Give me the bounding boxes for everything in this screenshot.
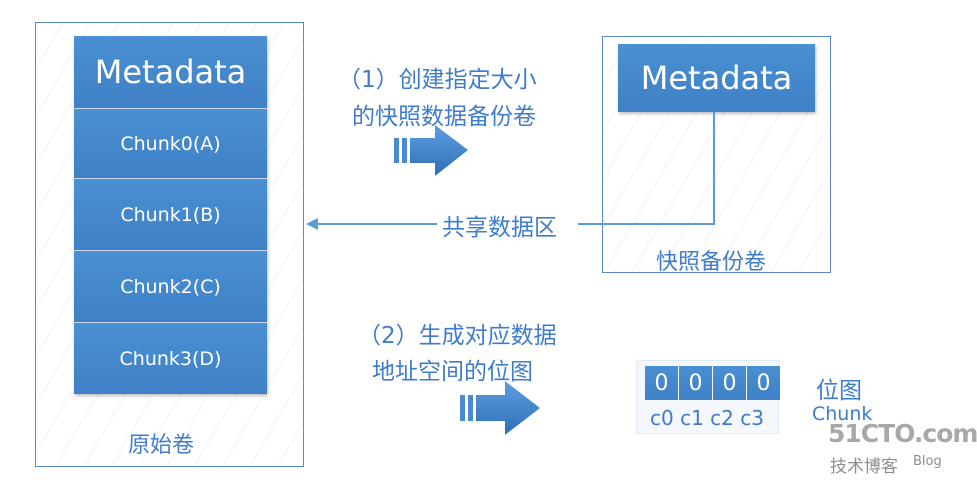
chunk-label: Chunk0(A) (120, 132, 221, 155)
step2-line1: （2）生成对应数据 (358, 323, 557, 349)
bit-value: 0 (722, 370, 737, 396)
original-metadata-block: Metadata (74, 36, 267, 108)
bitmap-chunk-labels: c0 c1 c2 c3 (650, 406, 764, 430)
bit-value: 0 (756, 370, 771, 396)
bit-value: 0 (654, 370, 669, 396)
bit-cell-3: 0 (747, 366, 780, 400)
step2-arrow (460, 381, 540, 435)
bit-cell-0: 0 (645, 366, 678, 400)
chunk-block-2: Chunk2(C) (74, 250, 267, 322)
watermark-brand: 51CTO.com (828, 419, 977, 448)
original-metadata-label: Metadata (94, 53, 247, 91)
bitmap-title: 位图 (816, 378, 862, 404)
step1-line1: （1）创建指定大小 (338, 67, 537, 93)
snapshot-volume-caption: 快照备份卷 (656, 250, 767, 275)
chunk-label: Chunk1(B) (120, 203, 221, 226)
chunk-block-1: Chunk1(B) (74, 178, 267, 250)
step1-arrow (394, 125, 468, 176)
bit-cell-2: 0 (713, 366, 746, 400)
chunk-label: Chunk3(D) (119, 347, 222, 370)
chunk-block-0: Chunk0(A) (74, 108, 267, 178)
step2-line2: 地址空间的位图 (372, 359, 533, 385)
step1-line2: 的快照数据备份卷 (352, 104, 536, 130)
bit-cell-1: 0 (679, 366, 712, 400)
watermark-sub1: 技术博客 (830, 457, 898, 477)
original-volume-caption: 原始卷 (128, 433, 195, 458)
shared-data-connector (306, 112, 715, 230)
watermark-sub2: Blog (913, 454, 942, 469)
bit-value: 0 (688, 370, 703, 396)
snapshot-metadata-block: Metadata (618, 44, 815, 112)
chunk-block-3: Chunk3(D) (74, 322, 267, 394)
snapshot-metadata-label: Metadata (640, 59, 793, 97)
chunk-label: Chunk2(C) (120, 275, 221, 298)
bitmap-subtitle: Chunk (812, 403, 873, 425)
shared-data-label: 共享数据区 (442, 208, 557, 242)
